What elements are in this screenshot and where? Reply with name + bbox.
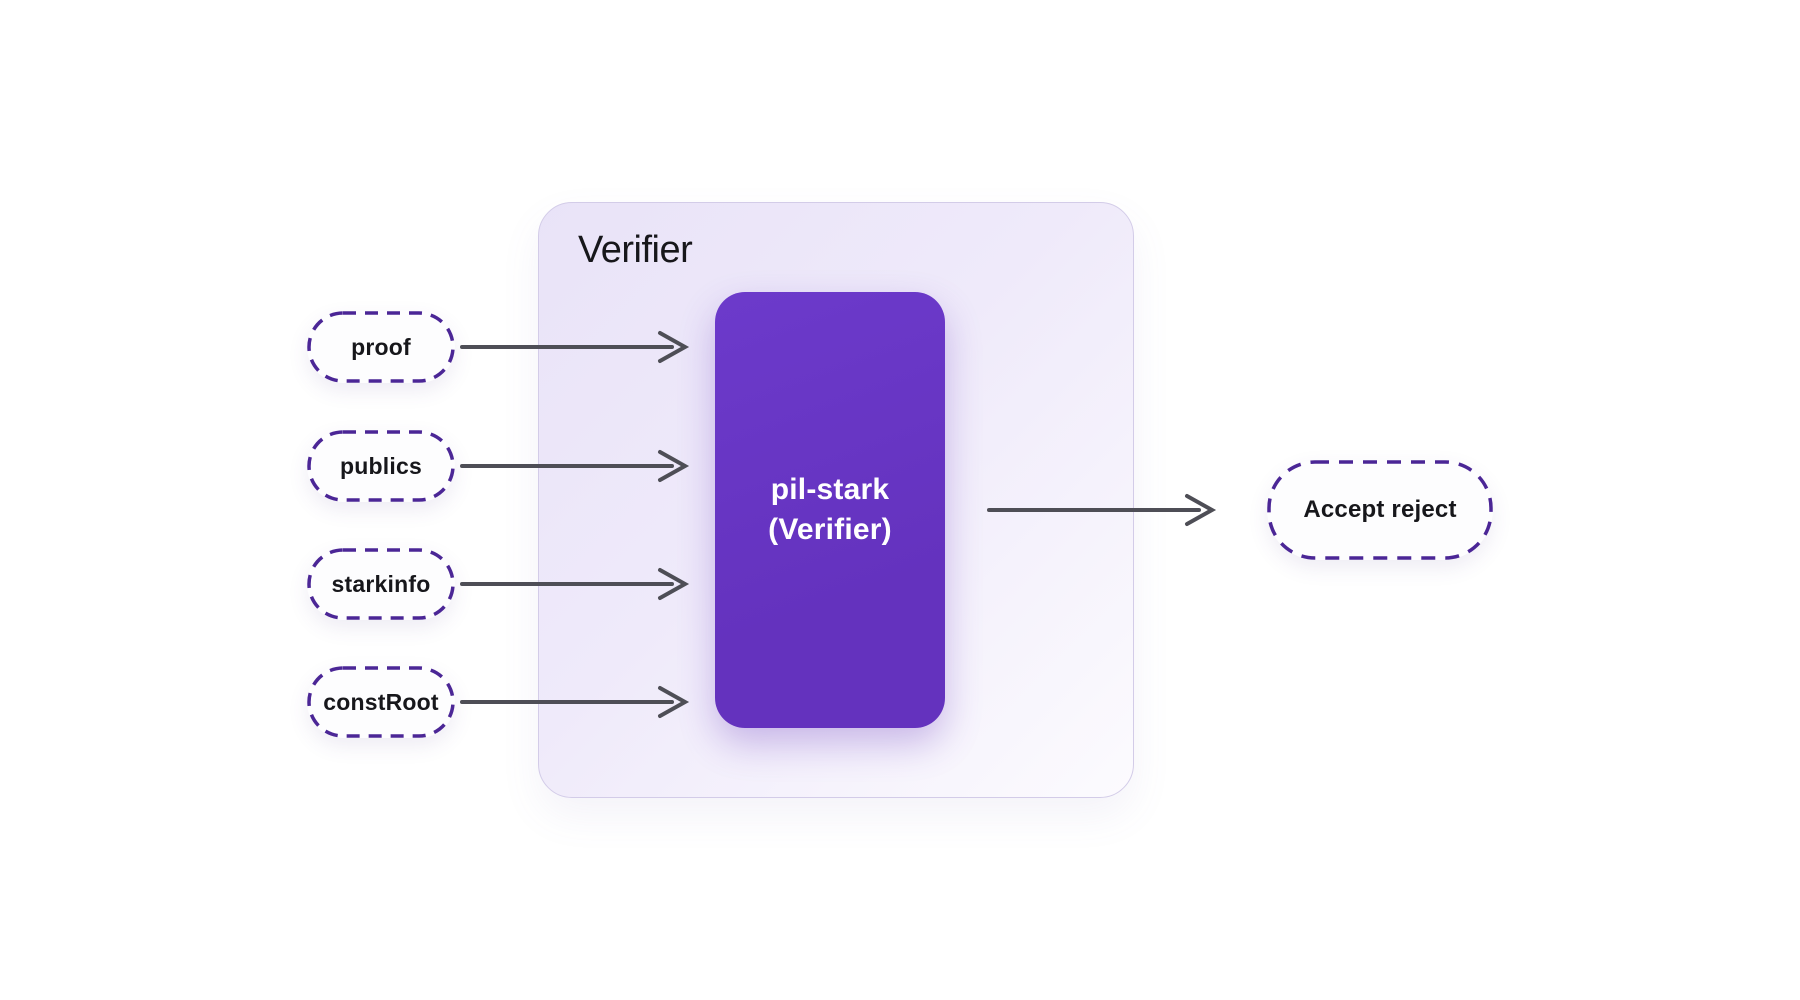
- input-pill-starkinfo-label: starkinfo: [331, 570, 431, 597]
- input-pill-starkinfo: starkinfo: [307, 548, 455, 620]
- input-pill-constroot: constRoot: [307, 666, 455, 738]
- core-block-label-line2: (Verifier): [768, 513, 892, 546]
- input-pill-proof: proof: [307, 311, 455, 383]
- pil-stark-verifier-block: pil-stark (Verifier): [715, 292, 945, 728]
- core-block-label-line1: pil-stark: [770, 473, 890, 506]
- verifier-container-label: Verifier: [578, 229, 693, 271]
- arrow-verifier-to-accept-reject-icon: [987, 494, 1217, 526]
- input-pill-proof-label: proof: [351, 333, 411, 360]
- input-pill-publics-label: publics: [340, 452, 422, 479]
- output-pill-accept-reject-label: Accept reject: [1303, 496, 1457, 523]
- output-pill-accept-reject: Accept reject: [1267, 460, 1493, 560]
- arrow-proof-to-verifier-icon: [460, 331, 690, 363]
- input-pill-constroot-label: constRoot: [323, 688, 439, 715]
- input-pill-publics: publics: [307, 430, 455, 502]
- arrow-publics-to-verifier-icon: [460, 450, 690, 482]
- arrow-constroot-to-verifier-icon: [460, 686, 690, 718]
- arrow-starkinfo-to-verifier-icon: [460, 568, 690, 600]
